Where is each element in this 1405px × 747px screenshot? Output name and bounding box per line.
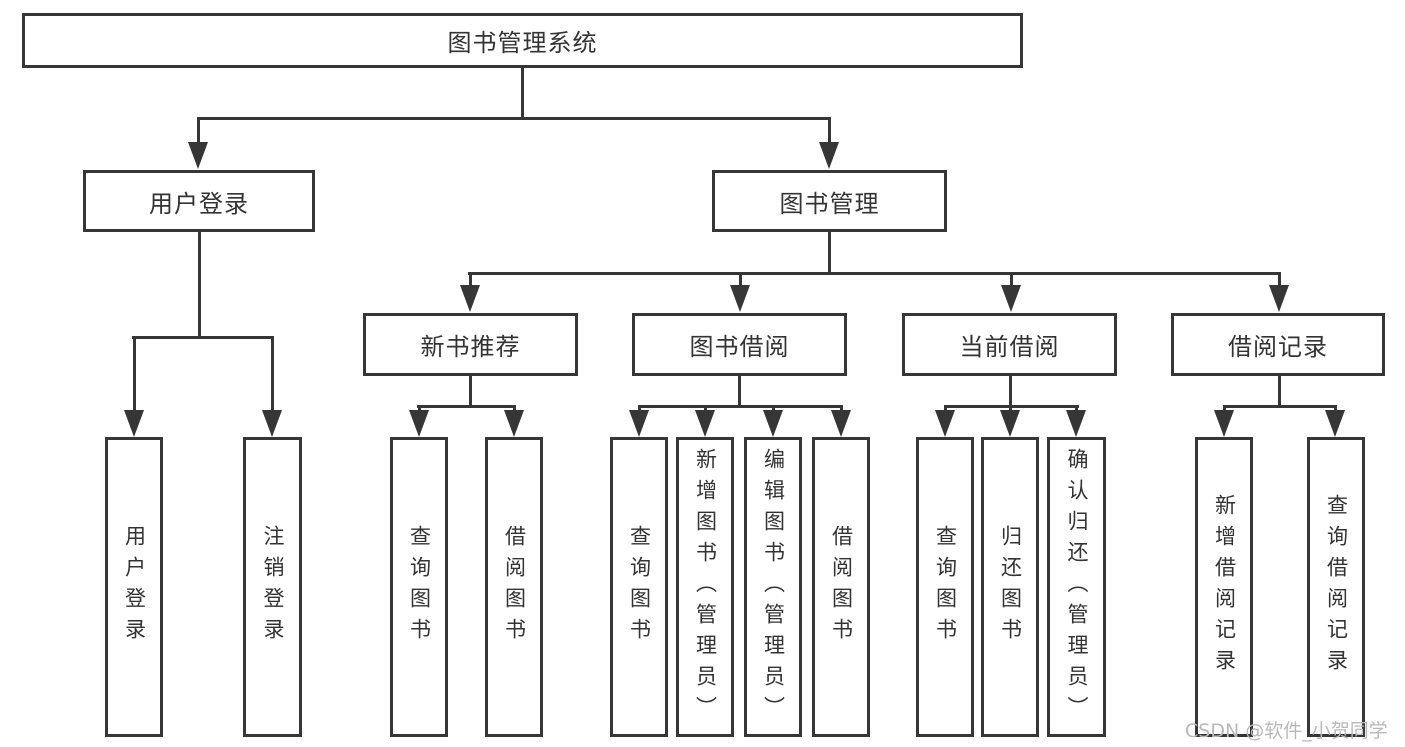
- leaf-borrow-query-label: 查询图书: [627, 525, 652, 649]
- arrow-down-icon: [935, 410, 955, 437]
- node-borrow-records-label: 借阅记录: [1228, 333, 1328, 361]
- leaf-record-query-label: 查询借阅记录: [1324, 494, 1349, 680]
- leaf-borrow-add-book: 新增图书（管理员）: [676, 437, 734, 737]
- node-user-login-label: 用户登录: [149, 189, 249, 218]
- arrow-down-icon: [1000, 410, 1020, 437]
- connector-line: [1278, 272, 1281, 288]
- node-new-book-recommend: 新书推荐: [363, 313, 578, 376]
- node-root: 图书管理系统: [22, 13, 1023, 68]
- connector-line: [828, 117, 831, 145]
- connector-line: [197, 117, 200, 145]
- connector-line: [828, 232, 831, 275]
- connector-line: [271, 336, 274, 412]
- node-current-borrow-label: 当前借阅: [959, 333, 1060, 361]
- leaf-user-login-label: 用户登录: [122, 525, 147, 649]
- node-book-management-label: 图书管理: [779, 189, 880, 218]
- arrow-down-icon: [730, 285, 750, 312]
- connector-line: [1223, 405, 1337, 408]
- connector-line: [1278, 376, 1281, 408]
- leaf-logout-label: 注销登录: [261, 525, 285, 649]
- node-user-login: 用户登录: [83, 170, 315, 232]
- connector-line: [1009, 376, 1012, 408]
- connector-line: [469, 376, 472, 408]
- arrow-down-icon: [262, 410, 282, 437]
- leaf-current-confirm-return: 确认归还（管理员）: [1047, 437, 1106, 737]
- leaf-newbook-borrow: 借阅图书: [485, 437, 543, 737]
- leaf-borrow-borrow-book-label: 借阅图书: [829, 525, 854, 649]
- leaf-current-query: 查询图书: [916, 437, 974, 737]
- arrow-down-icon: [1066, 410, 1086, 437]
- leaf-borrow-query: 查询图书: [610, 437, 668, 737]
- connector-line: [468, 272, 1281, 275]
- arrow-down-icon: [1214, 410, 1234, 437]
- arrow-down-icon: [831, 410, 851, 437]
- arrow-down-icon: [188, 142, 208, 169]
- node-book-management: 图书管理: [712, 170, 947, 232]
- leaf-borrow-borrow-book: 借阅图书: [812, 437, 870, 737]
- node-book-borrow-label: 图书借阅: [689, 333, 790, 361]
- arrow-down-icon: [124, 410, 144, 437]
- node-new-book-recommend-label: 新书推荐: [420, 333, 521, 361]
- node-current-borrow: 当前借阅: [902, 313, 1117, 376]
- leaf-user-login: 用户登录: [105, 437, 163, 737]
- node-borrow-records: 借阅记录: [1171, 313, 1385, 376]
- leaf-current-confirm-return-label: 确认归还（管理员）: [1065, 447, 1089, 727]
- leaf-current-return: 归还图书: [981, 437, 1039, 737]
- connector-line: [469, 272, 472, 288]
- leaf-record-add: 新增借阅记录: [1195, 437, 1253, 737]
- arrow-down-icon: [1001, 285, 1021, 312]
- leaf-borrow-edit-book-label: 编辑图书（管理员）: [761, 447, 786, 727]
- connector-line: [739, 272, 742, 288]
- leaf-newbook-query: 查询图书: [390, 437, 448, 737]
- node-root-label: 图书管理系统: [447, 29, 598, 57]
- arrow-down-icon: [460, 285, 480, 312]
- arrow-down-icon: [695, 410, 715, 437]
- connector-line: [198, 232, 201, 339]
- connector-line: [1010, 272, 1013, 288]
- node-book-borrow: 图书借阅: [632, 313, 847, 376]
- arrow-down-icon: [819, 142, 839, 169]
- leaf-logout: 注销登录: [243, 437, 302, 737]
- leaf-record-query: 查询借阅记录: [1307, 437, 1365, 737]
- arrow-down-icon: [409, 410, 429, 437]
- connector-line: [133, 336, 136, 412]
- connector-line: [638, 405, 842, 408]
- leaf-newbook-borrow-label: 借阅图书: [502, 525, 527, 649]
- leaf-current-return-label: 归还图书: [998, 525, 1023, 649]
- leaf-current-query-label: 查询图书: [933, 525, 958, 649]
- connector-line: [417, 405, 516, 408]
- leaf-borrow-edit-book: 编辑图书（管理员）: [744, 437, 802, 737]
- connector-line: [197, 117, 831, 120]
- csdn-watermark: CSDN @软件_小贺同学: [1185, 720, 1388, 742]
- leaf-newbook-query-label: 查询图书: [407, 525, 432, 649]
- arrow-down-icon: [629, 410, 649, 437]
- arrow-down-icon: [763, 410, 783, 437]
- leaf-record-add-label: 新增借阅记录: [1212, 494, 1237, 680]
- arrow-down-icon: [1325, 410, 1345, 437]
- leaf-borrow-add-book-label: 新增图书（管理员）: [693, 447, 718, 727]
- connector-line: [738, 376, 741, 408]
- arrow-down-icon: [1269, 285, 1289, 312]
- connector-line: [521, 68, 524, 118]
- arrow-down-icon: [504, 410, 524, 437]
- connector-line: [132, 336, 274, 339]
